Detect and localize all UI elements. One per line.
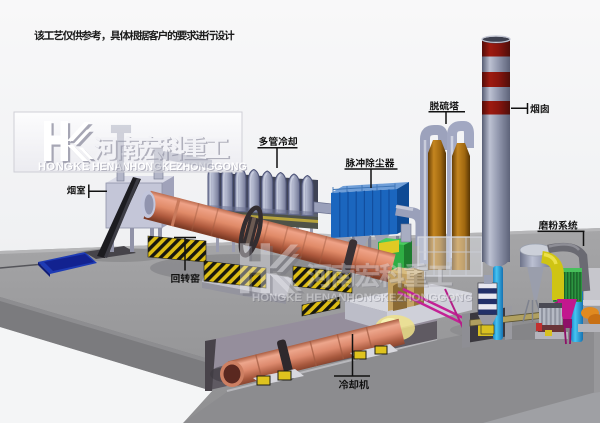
svg-text:HONGKE: HONGKE [39, 162, 91, 174]
svg-text:HENANHONGKEZHONGGONG: HENANHONGKEZHONGGONG [93, 162, 248, 174]
svg-text:HENANHONGKEZHONGGONG: HENANHONGKEZHONGGONG [307, 293, 474, 305]
svg-text:HONGKE: HONGKE [253, 293, 303, 305]
svg-text:HONGKE: HONGKE [252, 292, 302, 304]
svg-text:HENANHONGKEZHONGGONG: HENANHONGKEZHONGGONG [306, 292, 473, 304]
svg-text:HONGKE: HONGKE [38, 161, 90, 173]
svg-text:HENANHONGKEZHONGGONG: HENANHONGKEZHONGGONG [92, 161, 247, 173]
